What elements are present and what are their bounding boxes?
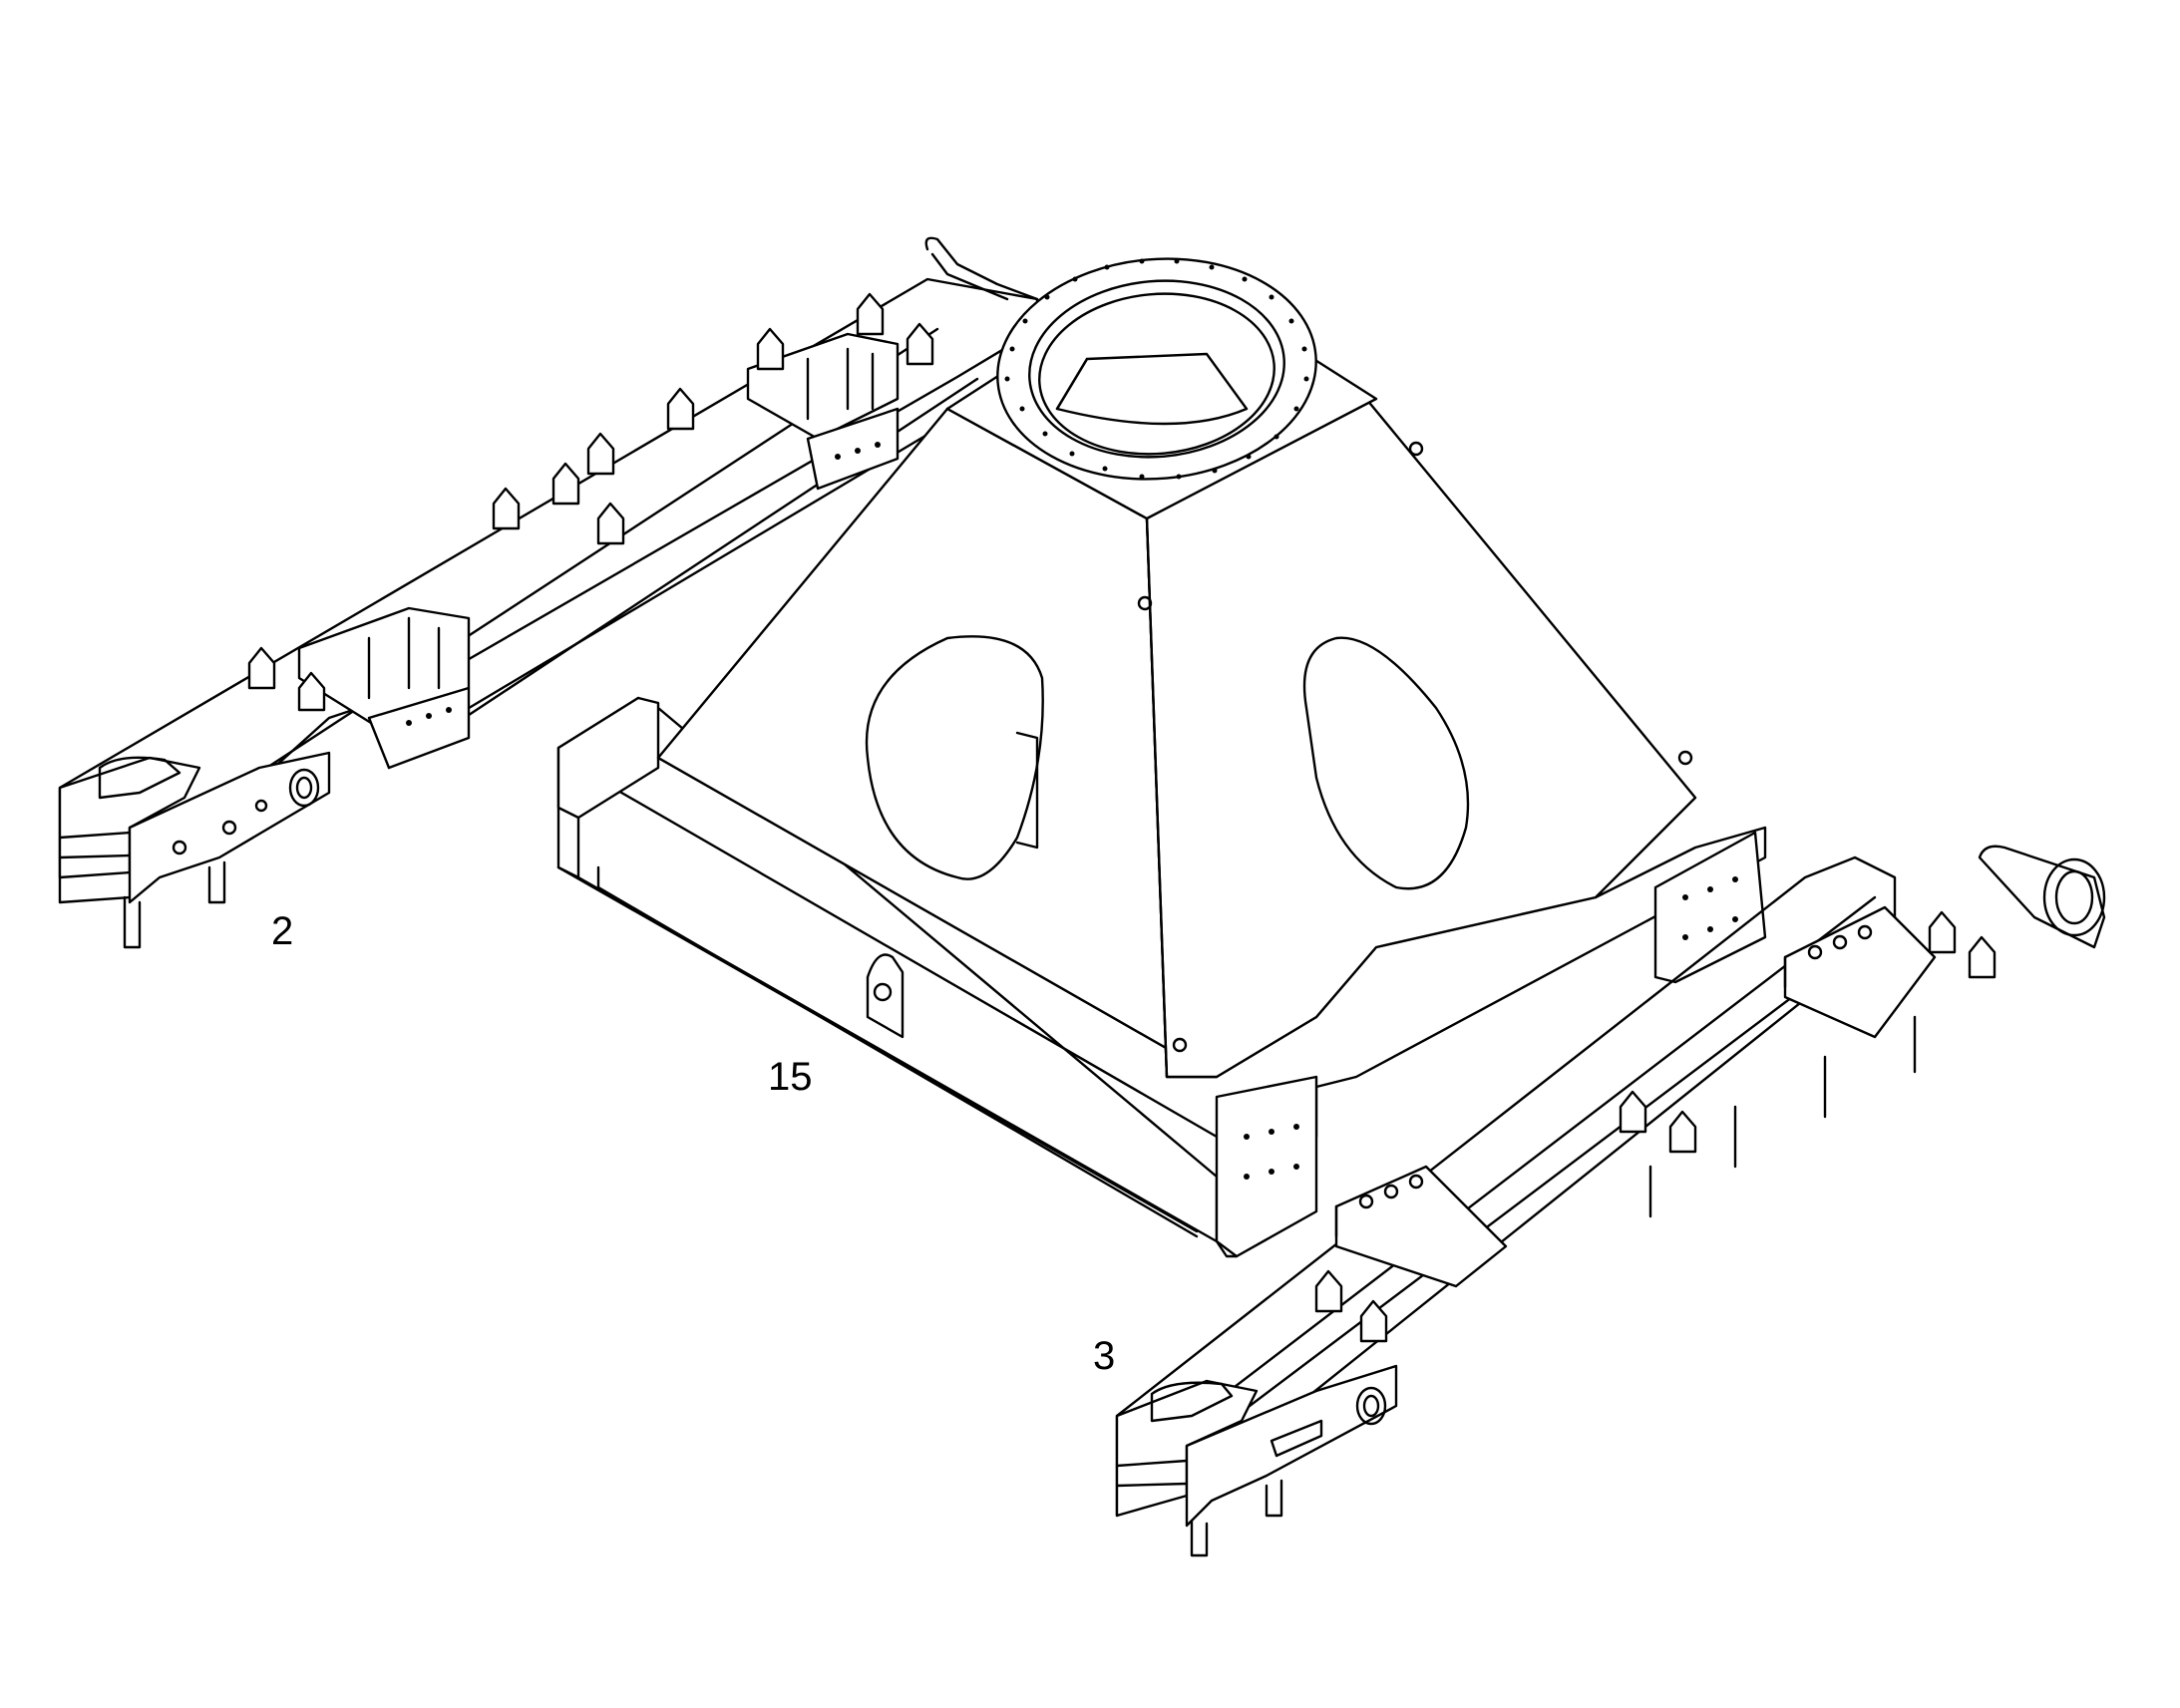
bolt-circle xyxy=(1004,258,1309,480)
callout-3: 3 xyxy=(1093,1334,1116,1378)
left-track-frame xyxy=(58,236,1039,949)
callout-2: 2 xyxy=(271,909,294,953)
right-track-frame xyxy=(1115,845,2106,1557)
callout-15: 15 xyxy=(768,1055,813,1099)
center-car-body xyxy=(556,257,1767,1258)
